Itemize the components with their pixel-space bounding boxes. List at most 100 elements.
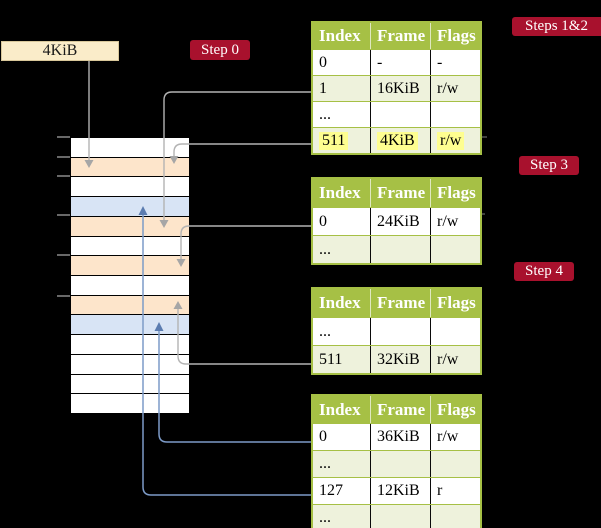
- cell-index: 127: [319, 482, 343, 499]
- arrow-pte511-to-32kib: [173, 301, 311, 365]
- cell-frame: 16KiB: [370, 76, 430, 101]
- column-header-index: Index: [319, 26, 361, 45]
- table-header-row: Index Frame Flags: [313, 23, 480, 49]
- cell-frame: 24KiB: [370, 208, 430, 235]
- table-row: 0 36KiB r/w: [313, 423, 480, 450]
- cell-flags: r/w: [430, 208, 480, 235]
- memory-frame-row: [71, 236, 189, 257]
- cell-flags: r/w: [430, 76, 480, 101]
- table-row: 1 16KiB r/w: [313, 75, 480, 101]
- column-header-frame: Frame: [370, 179, 430, 207]
- table-row-highlighted: 511 4KiB r/w: [313, 127, 480, 153]
- cell-flags: [430, 318, 480, 345]
- memory-frame-row: [71, 157, 189, 178]
- cell-flags: [430, 102, 480, 127]
- column-header-flags: Flags: [430, 23, 480, 49]
- arrow-pte0-to-24kib: [176, 225, 311, 267]
- step-3-badge: Step 3: [519, 156, 579, 175]
- cell-frame: [370, 318, 430, 345]
- arrow-pte511-to-4kib: [169, 143, 311, 164]
- cell-flags: r/w: [430, 424, 480, 450]
- cell-index: ...: [319, 455, 331, 472]
- physical-memory-stack: [70, 137, 190, 414]
- cell-flags: [430, 505, 480, 528]
- cell-index: ...: [319, 509, 331, 526]
- cell-index: 0: [319, 53, 327, 71]
- memory-frame-row: [71, 315, 189, 336]
- cell-index: 511: [319, 350, 343, 368]
- cell-flags: r: [430, 478, 480, 504]
- table-row-ellipsis: ...: [313, 101, 480, 127]
- memory-frame-row: [71, 354, 189, 375]
- memory-frame-row: [71, 216, 189, 237]
- memory-frame-row: [71, 295, 189, 316]
- cell-index: 0: [319, 428, 327, 445]
- steps-1-2-label: Steps 1&2: [525, 18, 588, 34]
- table-row: 0 24KiB r/w: [313, 207, 480, 235]
- memory-frame-row: [71, 256, 189, 277]
- step-4-badge: Step 4: [514, 262, 574, 281]
- memory-tick-marks: [57, 136, 70, 297]
- table-row: 0 - -: [313, 49, 480, 75]
- column-header-flags: Flags: [430, 289, 480, 317]
- step-0-badge: Step 0: [190, 40, 250, 60]
- column-header-frame: Frame: [370, 289, 430, 317]
- memory-frame-row: [71, 138, 189, 158]
- column-header-frame: Frame: [370, 23, 430, 49]
- table-header-row: Index Frame Flags: [313, 179, 480, 207]
- cell-frame: [370, 236, 430, 263]
- cell-index: 511: [313, 128, 370, 153]
- cell-index: ...: [319, 105, 331, 123]
- cell-frame: [370, 102, 430, 127]
- step-3-label: Step 3: [530, 157, 568, 173]
- step-0-label: Step 0: [201, 41, 239, 58]
- cell-index: ...: [319, 322, 331, 340]
- cell-frame: 4KiB: [370, 128, 430, 153]
- cell-frame: 12KiB: [370, 478, 430, 504]
- cell-frame: 32KiB: [370, 346, 430, 373]
- memory-frame-row: [71, 197, 189, 217]
- column-header-flags: Flags: [430, 396, 480, 423]
- table-row-ellipsis: ...: [313, 450, 480, 477]
- steps-1-2-badge: Steps 1&2: [512, 17, 601, 36]
- table-row-ellipsis: ...: [313, 504, 480, 528]
- page-size-label: 4KiB: [42, 42, 78, 59]
- column-header-index: Index: [319, 293, 361, 312]
- cell-flags: [430, 236, 480, 263]
- table-row: 127 12KiB r: [313, 477, 480, 504]
- cell-flags: r/w: [430, 128, 480, 153]
- cell-flags: [430, 451, 480, 477]
- cell-index: ...: [319, 240, 331, 258]
- cell-frame: 36KiB: [370, 424, 430, 450]
- table-row-ellipsis: ...: [313, 317, 480, 345]
- cell-frame: -: [370, 50, 430, 75]
- table-header-row: Index Frame Flags: [313, 396, 480, 423]
- highlighted-value: r/w: [437, 131, 465, 150]
- cell-frame: [370, 505, 430, 528]
- table-row: 511 32KiB r/w: [313, 345, 480, 373]
- table-header-row: Index Frame Flags: [313, 289, 480, 317]
- page-table-steps-1-2: Index Frame Flags 0 - - 1 16KiB r/w ... …: [311, 21, 482, 155]
- memory-frame-row: [71, 335, 189, 355]
- cell-flags: r/w: [430, 346, 480, 373]
- table-row-ellipsis: ...: [313, 235, 480, 263]
- highlighted-value: 511: [319, 131, 349, 150]
- column-header-flags: Flags: [430, 179, 480, 207]
- memory-frame-row: [71, 276, 189, 296]
- cell-index: 0: [319, 212, 327, 230]
- page-size-label-box: 4KiB: [1, 41, 119, 61]
- memory-frame-row: [71, 394, 189, 414]
- step-4-label: Step 4: [525, 263, 563, 279]
- cell-flags: -: [430, 50, 480, 75]
- memory-frame-row: [71, 177, 189, 198]
- cell-index: 1: [319, 79, 327, 97]
- column-header-index: Index: [319, 183, 361, 202]
- column-header-index: Index: [319, 399, 361, 419]
- cell-frame: [370, 451, 430, 477]
- page-table-leaf: Index Frame Flags 0 36KiB r/w ... 127 12…: [311, 394, 482, 528]
- highlighted-value: 4KiB: [377, 131, 418, 150]
- memory-frame-row: [71, 374, 189, 395]
- page-table-step-4: Index Frame Flags ... 511 32KiB r/w: [311, 287, 482, 375]
- column-header-frame: Frame: [370, 396, 430, 423]
- page-table-step-3: Index Frame Flags 0 24KiB r/w ...: [311, 177, 482, 265]
